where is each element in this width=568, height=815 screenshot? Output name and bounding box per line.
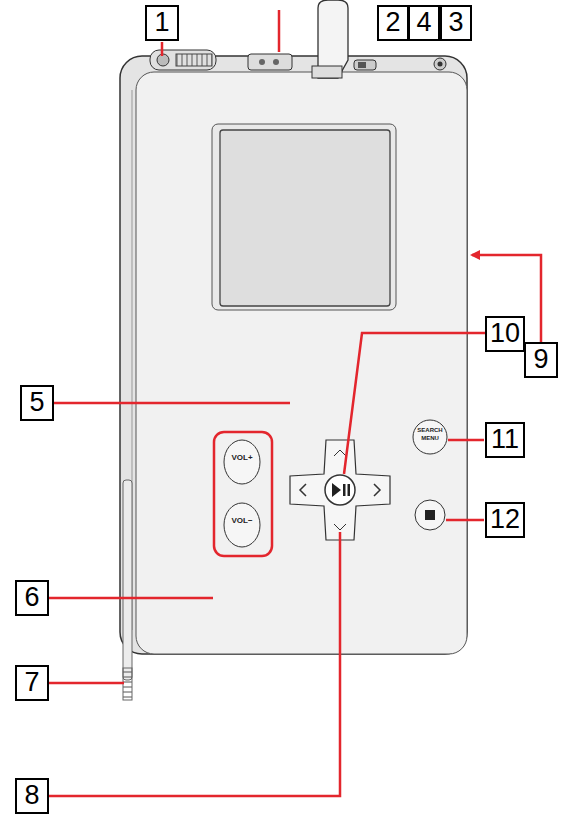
button-label: VOL+ (231, 453, 252, 462)
display (220, 130, 390, 306)
screen-frame (212, 124, 396, 310)
remote-port (248, 54, 292, 70)
callout-number: 9 (524, 342, 558, 378)
callout-number: 11 (485, 422, 525, 458)
vol-down-button (224, 503, 260, 547)
hold-switch (354, 60, 376, 70)
leader-lines (49, 42, 541, 796)
callout-number: 7 (15, 665, 49, 701)
callout-number: 3 (440, 5, 472, 41)
vol-up-button (224, 440, 260, 484)
play-button (325, 475, 355, 505)
device-body (120, 56, 467, 654)
button-label: VOL− (231, 516, 252, 525)
callout-number: 8 (15, 778, 49, 814)
leader-line (278, 10, 281, 52)
callout-number: 6 (15, 580, 49, 616)
callout-number: 1 (145, 5, 179, 41)
callout-number: 10 (485, 316, 525, 352)
callout-number: 12 (485, 502, 525, 538)
callout-number: 4 (408, 5, 440, 41)
stop-button (415, 500, 445, 530)
button-label: SEARCH (417, 427, 442, 434)
headphone-jack (434, 58, 446, 70)
search-menu-button (413, 420, 447, 454)
front-face (136, 72, 467, 654)
callout-number: 2 (377, 5, 409, 41)
side-grill (123, 668, 132, 700)
dock-connector (150, 50, 216, 70)
d-pad (290, 440, 390, 540)
vol-group-outline (214, 432, 272, 556)
side-slot (123, 480, 132, 680)
callout-number: 5 (20, 385, 54, 421)
button-label: MENU (421, 435, 439, 442)
